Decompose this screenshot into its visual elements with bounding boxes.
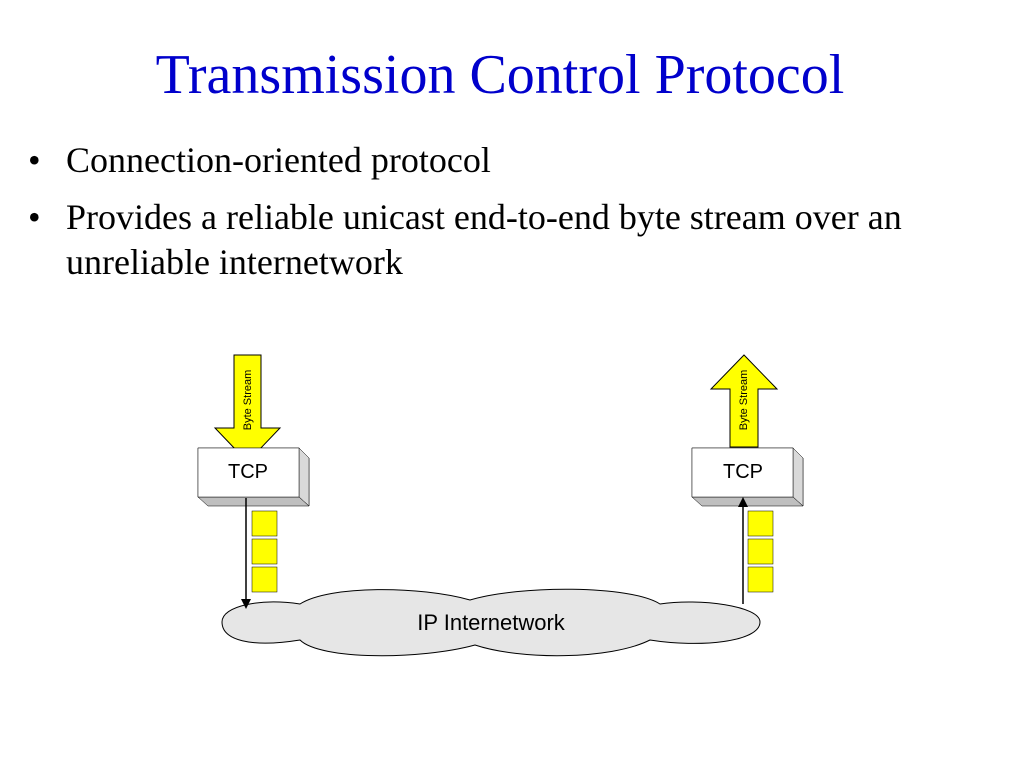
network-label: IP Internetwork	[417, 610, 566, 635]
right-segment	[747, 538, 774, 565]
bullet-text: Provides a reliable unicast end-to-end b…	[66, 197, 902, 282]
left-segment	[251, 566, 278, 593]
right-tcp-label: TCP	[723, 461, 763, 483]
bullet-list: • Connection-oriented protocol • Provide…	[28, 138, 1003, 297]
left-host: Byte Stream TCP	[197, 354, 310, 609]
bullet-text: Connection-oriented protocol	[66, 140, 491, 180]
cloud-shape	[221, 588, 761, 657]
left-segment	[251, 538, 278, 565]
left-tcp-box	[197, 447, 310, 507]
left-tcp-label: TCP	[228, 461, 268, 483]
slide-title: Transmission Control Protocol	[155, 44, 845, 106]
byte-stream-up-arrow-icon	[709, 354, 779, 448]
right-host: Byte Stream TCP	[691, 354, 804, 604]
byte-stream-down-arrow-icon	[213, 354, 282, 463]
ip-internetwork-cloud: IP Internetwork	[221, 588, 761, 657]
bullet-dot-icon: •	[28, 140, 41, 180]
left-segment	[251, 510, 278, 537]
left-byte-stream-label: Byte Stream	[242, 370, 254, 431]
bullet-item: • Connection-oriented protocol	[28, 138, 1003, 183]
right-segment	[747, 566, 774, 593]
bullet-item: • Provides a reliable unicast end-to-end…	[28, 195, 1003, 285]
bullet-dot-icon: •	[28, 197, 41, 237]
right-segment	[747, 510, 774, 537]
right-byte-stream-label: Byte Stream	[738, 370, 750, 431]
